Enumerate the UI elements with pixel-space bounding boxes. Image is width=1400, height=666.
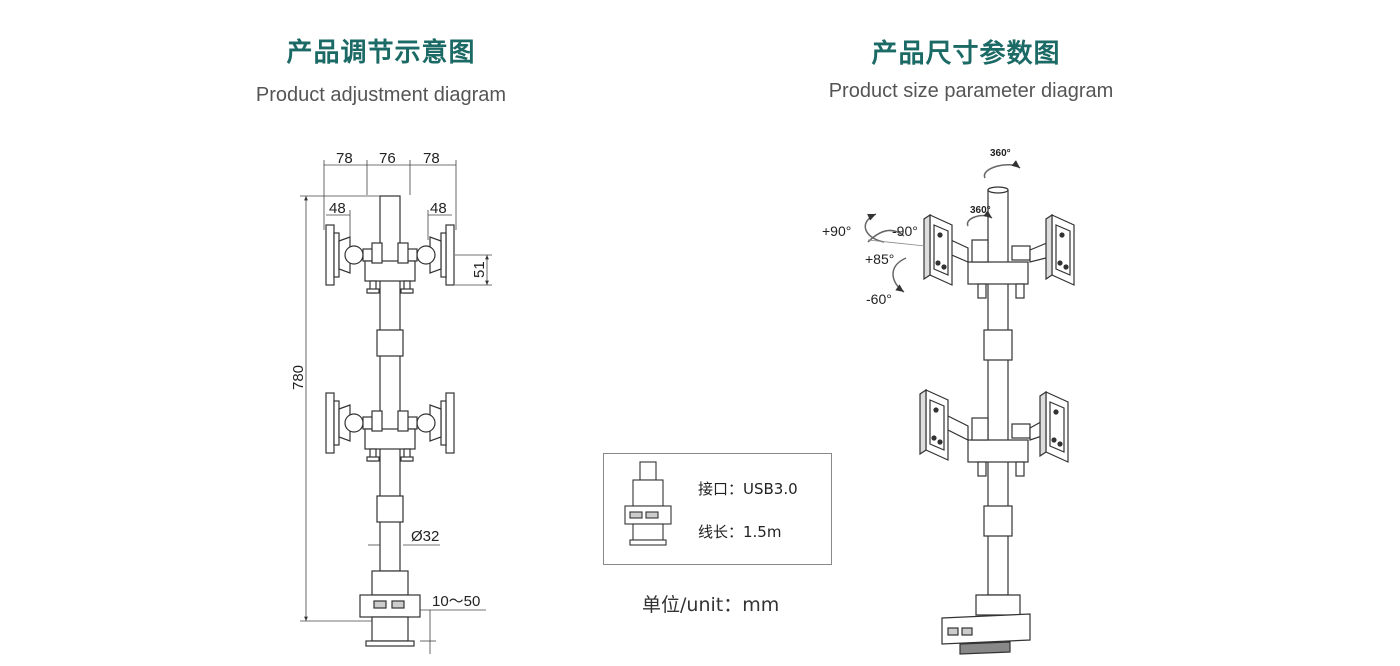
usb-spec: 接口：USB3.0 <box>698 480 798 498</box>
right-title-en: Product size parameter diagram <box>828 80 1114 102</box>
angle-pitch-minus: -60° <box>866 291 892 307</box>
angle-tilt-plus: +90° <box>822 223 851 239</box>
dim-clamp-range: 10～50 <box>432 593 480 610</box>
dim-width-right: 78 <box>423 150 440 167</box>
left-title-en: Product adjustment diagram <box>255 84 507 106</box>
angle-arm-rotation: 360° <box>970 205 991 216</box>
rotation-arrows <box>864 160 1021 293</box>
usb-hub-illustration <box>624 461 672 546</box>
dim-width-left: 78 <box>336 150 353 167</box>
front-view-drawing <box>325 195 455 647</box>
dim-plate-height: 51 <box>471 261 488 278</box>
dim-arm-right: 48 <box>430 200 447 217</box>
unit-label: 单位/unit：mm <box>642 594 780 616</box>
dim-pole-diameter: Ø32 <box>411 528 439 545</box>
angle-tilt-minus: -90° <box>892 223 918 239</box>
angle-top-rotation: 360° <box>990 148 1011 159</box>
angle-pitch-plus: +85° <box>865 251 894 267</box>
right-title-zh: 产品尺寸参数图 <box>871 39 1061 69</box>
specification-box: 接口：USB3.0 线长：1.5m <box>603 453 832 565</box>
cable-length-spec: 线长：1.5m <box>698 523 782 541</box>
dim-total-height: 780 <box>290 365 307 390</box>
dim-width-mid: 76 <box>379 150 396 167</box>
perspective-drawing <box>919 186 1075 655</box>
front-view-dimension-lines <box>300 160 492 654</box>
dim-arm-left: 48 <box>329 200 346 217</box>
left-title-zh: 产品调节示意图 <box>286 38 476 68</box>
